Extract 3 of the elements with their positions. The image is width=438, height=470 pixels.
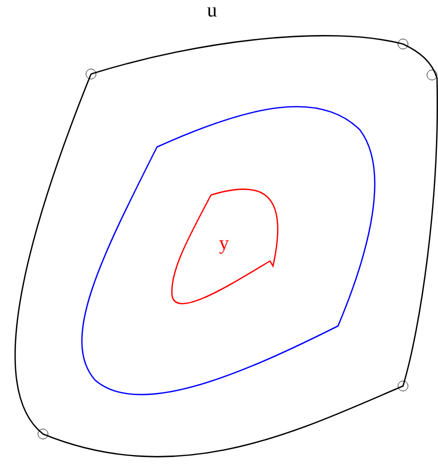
closed-curve [81, 106, 376, 396]
closed-curve: y [171, 188, 278, 304]
node-label: u [207, 7, 217, 17]
